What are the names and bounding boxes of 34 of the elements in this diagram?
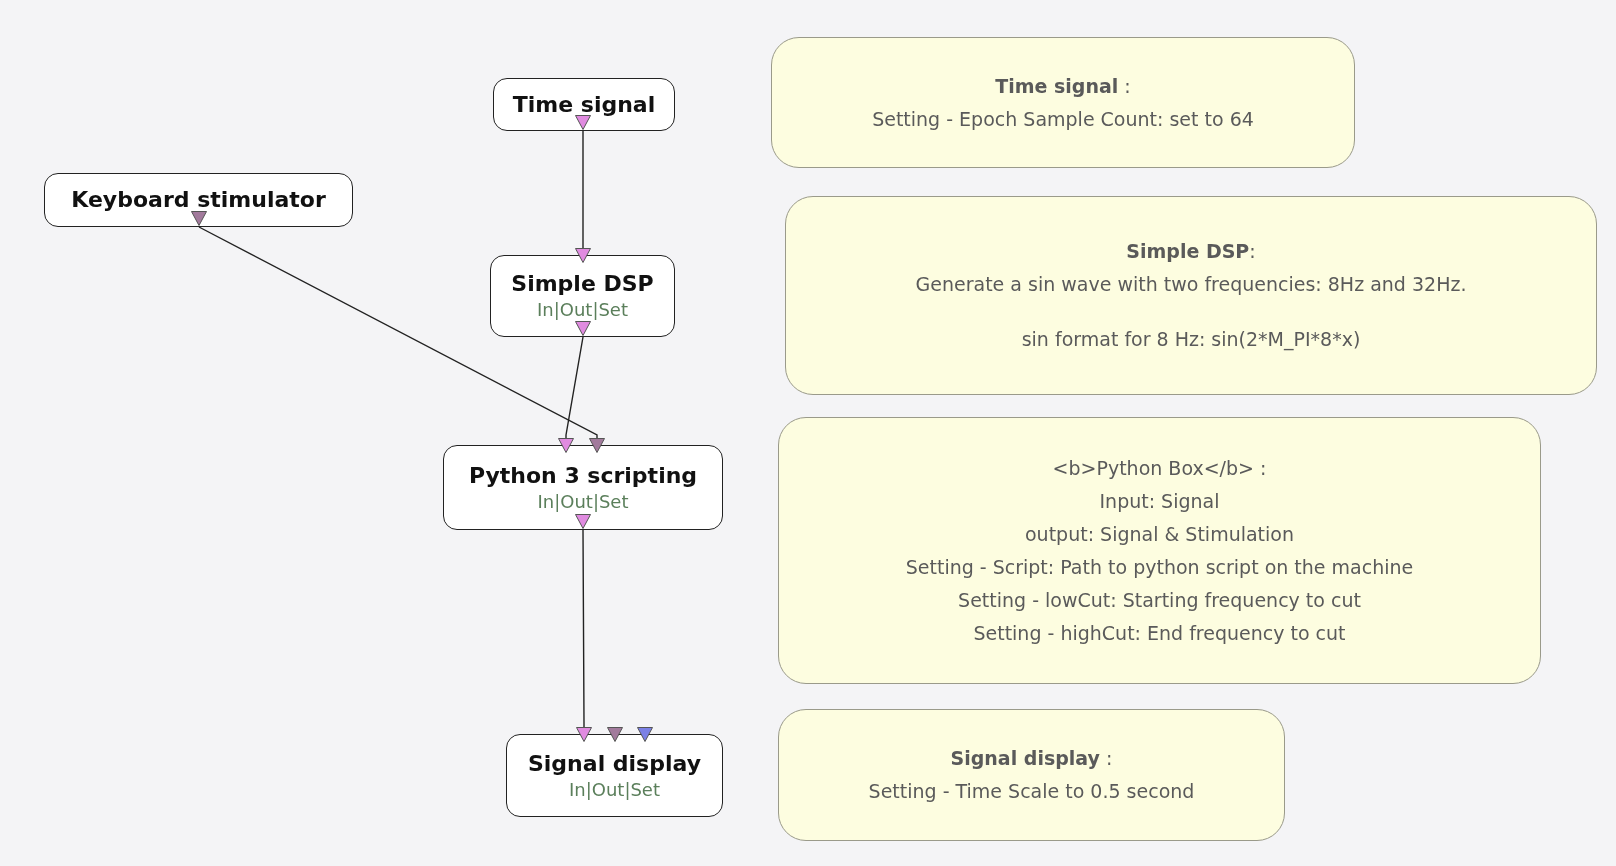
comment-text: output: Signal & Stimulation — [1025, 521, 1294, 547]
connector-line — [558, 336, 584, 453]
box-title: Python 3 scripting — [468, 461, 698, 490]
box-title: Time signal — [512, 90, 656, 119]
comment-heading: <b>Python Box</b> : — [1052, 455, 1267, 481]
comment-text: Setting - Script: Path to python script on the machine — [905, 554, 1414, 580]
comment-text: Setting - Epoch Sample Count: set to 64 — [872, 106, 1254, 132]
comment-box — [778, 417, 1541, 684]
comment-text: Setting - lowCut: Starting frequency to cut — [958, 587, 1361, 613]
process-box — [44, 173, 353, 227]
comment-box — [785, 196, 1597, 395]
comment-heading: Time signal : — [995, 73, 1131, 99]
process-box — [443, 445, 723, 530]
comment-text: Input: Signal — [1099, 488, 1220, 514]
comment-text: Generate a sin wave with two frequencies: 8Hz and 32Hz. — [915, 272, 1467, 297]
process-box — [493, 78, 675, 131]
box-ports-label: In|Out|Set — [537, 489, 629, 514]
comment-text: Setting - highCut: End frequency to cut — [973, 620, 1346, 646]
box-title: Signal display — [528, 749, 701, 778]
connector-line — [575, 130, 591, 263]
connector-line — [576, 529, 592, 742]
comment-heading: Simple DSP: — [1126, 239, 1256, 264]
process-box — [506, 734, 723, 817]
comment-box — [778, 709, 1285, 841]
connector-line — [198, 226, 605, 453]
box-title: Keyboard stimulator — [71, 186, 326, 214]
box-ports-label: In|Out|Set — [536, 298, 628, 322]
comment-text: Setting - Time Scale to 0.5 second — [868, 779, 1195, 804]
comment-box — [771, 37, 1355, 168]
process-box — [490, 255, 675, 337]
box-title: Simple DSP — [511, 270, 654, 298]
comment-heading: Signal display : — [950, 746, 1113, 771]
box-ports-label: In|Out|Set — [568, 777, 660, 802]
comment-text: sin format for 8 Hz: sin(2*M_PI*8*x) — [1021, 327, 1361, 353]
